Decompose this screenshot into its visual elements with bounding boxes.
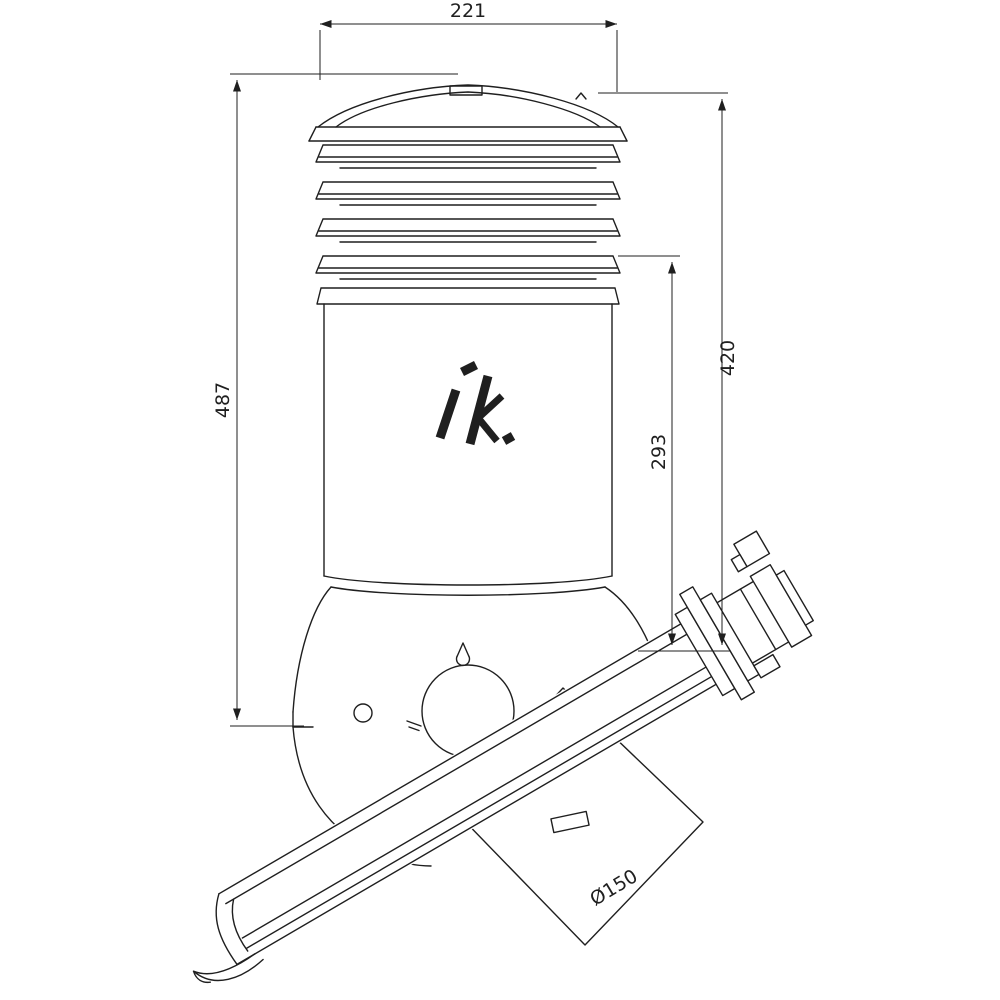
dim-louver-to-outlet: 293 (618, 255, 680, 645)
body-neck-curve (330, 586, 606, 596)
vent-cap (308, 84, 628, 142)
louver-band (315, 144, 621, 163)
cap-inner-curve (335, 91, 601, 128)
dim-pipe-diameter-label: Ø150 (586, 865, 641, 910)
louver-band (315, 181, 621, 200)
logo-stroke (465, 374, 493, 446)
angled-duct (188, 530, 814, 985)
louver-stack (315, 144, 621, 305)
dim-overall-height-label: 487 (212, 382, 234, 418)
dim-louver-to-outlet-label: 293 (648, 434, 670, 470)
connector-top-step (730, 553, 748, 573)
dim-top-width: 221 (319, 0, 618, 92)
logo-stroke (501, 432, 516, 445)
cap-brim-left (308, 126, 317, 142)
louver-band (315, 255, 621, 274)
louver-band (315, 218, 621, 237)
duct-end-cut-outer (215, 893, 238, 966)
dim-cap-to-outlet: 420 (598, 92, 739, 652)
connector-end-step (775, 569, 814, 626)
duct-end-cut-inner (231, 898, 249, 952)
skirt-left-edge (292, 586, 332, 713)
outlet-slot (550, 810, 590, 834)
mount-hole-small (353, 703, 373, 723)
duct-bottom-edge (236, 640, 792, 966)
keyhole-slot (455, 642, 471, 667)
duct-end-beak (192, 953, 264, 984)
duct-fill (188, 578, 792, 985)
connector-bottom-tab (753, 653, 781, 679)
louver-collar (316, 287, 620, 305)
logo-stroke (435, 388, 461, 440)
dim-pipe-diameter: Ø150 (586, 865, 641, 910)
cap-handle (449, 85, 483, 96)
brand-logo-mark (435, 360, 516, 446)
cap-brim-right (619, 126, 628, 142)
body-bottom-curve (323, 575, 613, 586)
dim-overall-height: 487 (212, 73, 458, 727)
duct-inner-line (245, 675, 713, 950)
logo-stroke (459, 360, 479, 377)
dim-top-width-label: 221 (450, 0, 486, 22)
mount-tick (406, 720, 422, 732)
duct-top-edge (218, 579, 756, 895)
logo-stroke (474, 393, 505, 422)
duct-seam (739, 588, 777, 651)
dim-cap-to-outlet-label: 420 (717, 340, 739, 376)
duct-inner-line (241, 666, 707, 939)
vent-body (323, 303, 613, 596)
logo-stroke (476, 416, 500, 444)
duct-inner-line (225, 633, 688, 905)
cap-top-curve (317, 84, 619, 128)
cap-notch (575, 92, 587, 100)
